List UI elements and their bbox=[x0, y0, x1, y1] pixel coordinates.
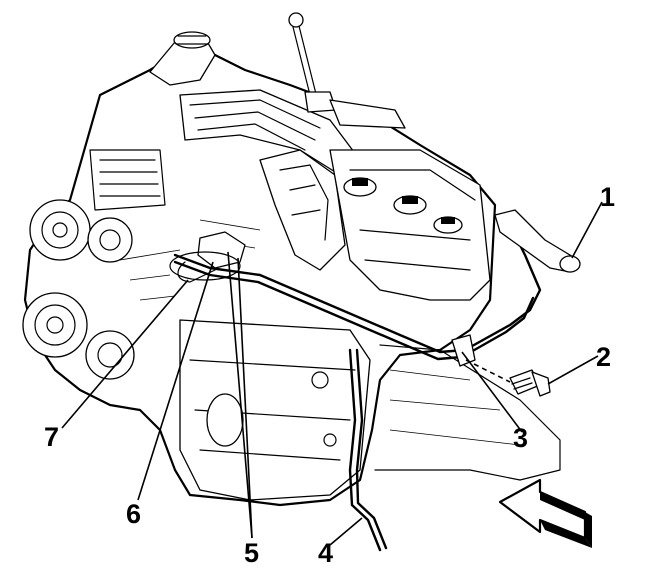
callout-1: 1 bbox=[600, 182, 615, 212]
leader-lines bbox=[61, 201, 603, 546]
dipstick bbox=[288, 12, 406, 129]
oil-cooler-pipe bbox=[169, 209, 581, 552]
intake-manifold bbox=[179, 89, 361, 271]
callout-7: 7 bbox=[44, 422, 59, 452]
front-of-vehicle-arrow bbox=[498, 478, 592, 548]
bolt bbox=[465, 359, 551, 397]
callout-2: 2 bbox=[596, 342, 611, 372]
callout-labels: 1 2 3 4 5 6 7 bbox=[44, 182, 615, 568]
callout-3: 3 bbox=[513, 423, 528, 453]
callout-6: 6 bbox=[126, 499, 141, 529]
engine-block bbox=[22, 12, 561, 507]
accessory-drive bbox=[22, 149, 166, 380]
callout-5: 5 bbox=[244, 538, 259, 568]
oil-pan bbox=[179, 319, 371, 501]
callout-4: 4 bbox=[318, 538, 333, 568]
valve-cover bbox=[329, 149, 491, 301]
